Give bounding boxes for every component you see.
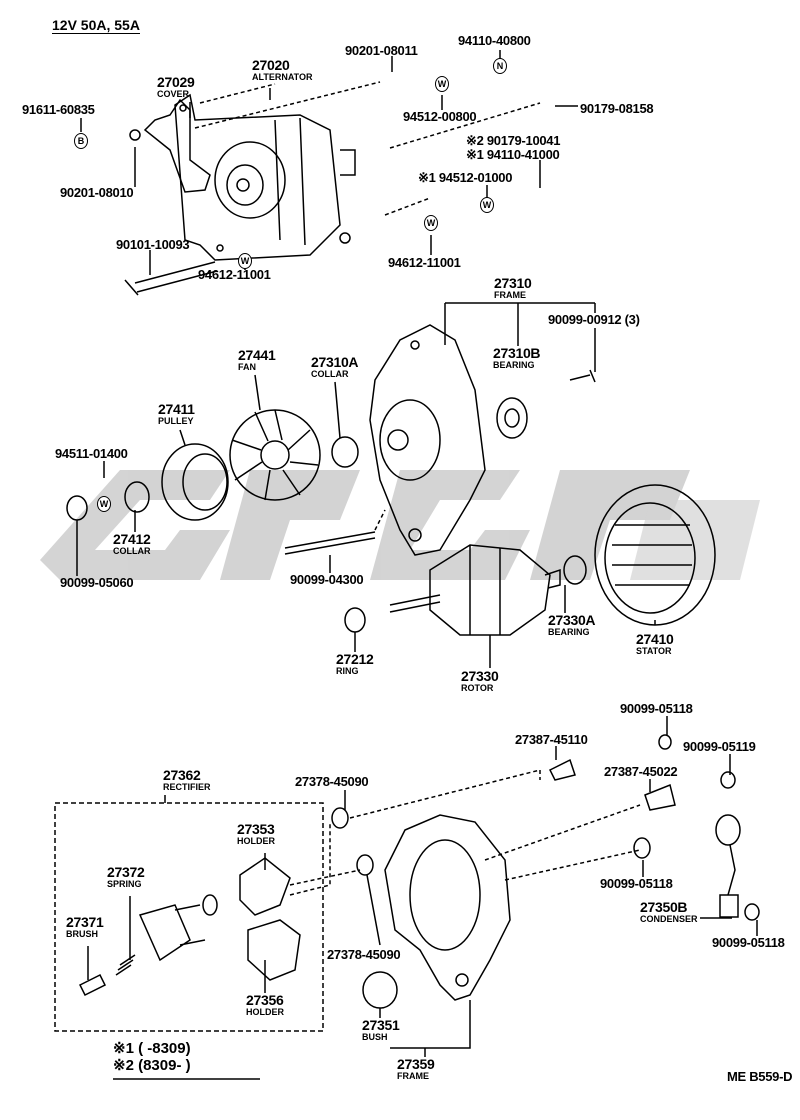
holder-drawing: [239, 857, 301, 981]
footnote-1: ※1 ( -8309): [113, 1040, 191, 1057]
alternator-drawing: [174, 93, 356, 261]
part-label: 27378-45090: [295, 774, 369, 789]
part-label: 91611-60835: [22, 102, 95, 117]
part-label: 90099-05060: [60, 575, 134, 590]
part-label: 90099-04300: [290, 572, 364, 587]
fan-drawing: [229, 409, 321, 501]
part-label: 90101-10093: [116, 237, 190, 252]
bearing-27330a-drawing: [563, 555, 587, 585]
nut-drawing: [66, 495, 88, 521]
washer-symbol-icon: W: [238, 253, 252, 269]
washer-symbol-icon: W: [480, 197, 494, 213]
part-label: 27378-45090: [327, 947, 401, 962]
nut-symbol-icon: N: [493, 58, 507, 74]
bush-drawing: [362, 971, 398, 1009]
part-label: 90099-05118: [620, 701, 693, 716]
part-label: 90099-05118: [712, 935, 785, 950]
ring-drawing: [344, 607, 366, 633]
cover-drawing: [143, 98, 211, 193]
collar-27310a-drawing: [331, 436, 359, 468]
part-label: ※2 90179-10041: [466, 133, 561, 148]
part-label: 90201-08010: [60, 185, 134, 200]
washer-symbol-icon: W: [424, 215, 438, 231]
diagram-title: 12V 50A, 55A: [52, 17, 140, 34]
part-label: 94110-40800: [458, 33, 531, 48]
frame-27359-drawing: [384, 814, 511, 1001]
part-label: 90099-05118: [600, 876, 673, 891]
footnote-2: ※2 (8309- ): [113, 1057, 191, 1074]
watermark-logo: [40, 470, 760, 580]
washer-symbol-icon: W: [97, 496, 111, 512]
diagram-code: ME B559-D: [727, 1069, 793, 1084]
part-label: ※1 94512-01000: [418, 170, 513, 185]
part-label: 90099-00912 (3): [548, 312, 640, 327]
washer-symbol-icon: W: [435, 76, 449, 92]
part-label: 27387-45110: [515, 732, 588, 747]
collar-27412-drawing: [124, 481, 150, 513]
brush-drawing: [78, 973, 107, 997]
spring-drawing: [115, 954, 136, 976]
bolt-symbol-icon: B: [74, 133, 88, 149]
part-label: 90201-08011: [345, 43, 418, 58]
rotor-drawing: [389, 544, 561, 636]
part-label: 94511-01400: [55, 446, 128, 461]
part-label: 90179-08158: [580, 101, 654, 116]
bearing-27310b-drawing: [496, 397, 528, 439]
part-label: 90099-05119: [683, 739, 756, 754]
pulley-drawing: [161, 443, 229, 521]
condenser-drawing: [715, 814, 741, 918]
part-label: 94612-11001: [388, 255, 461, 270]
bolt-drawing: [124, 261, 218, 296]
brush-holder-drawing: [138, 904, 206, 962]
part-label: 94612-11001: [198, 267, 271, 282]
part-label: 27387-45022: [604, 764, 678, 779]
part-label: ※1 94110-41000: [466, 147, 560, 162]
frame-27310-drawing: [369, 324, 486, 556]
part-label: 94512-00800: [403, 109, 477, 124]
